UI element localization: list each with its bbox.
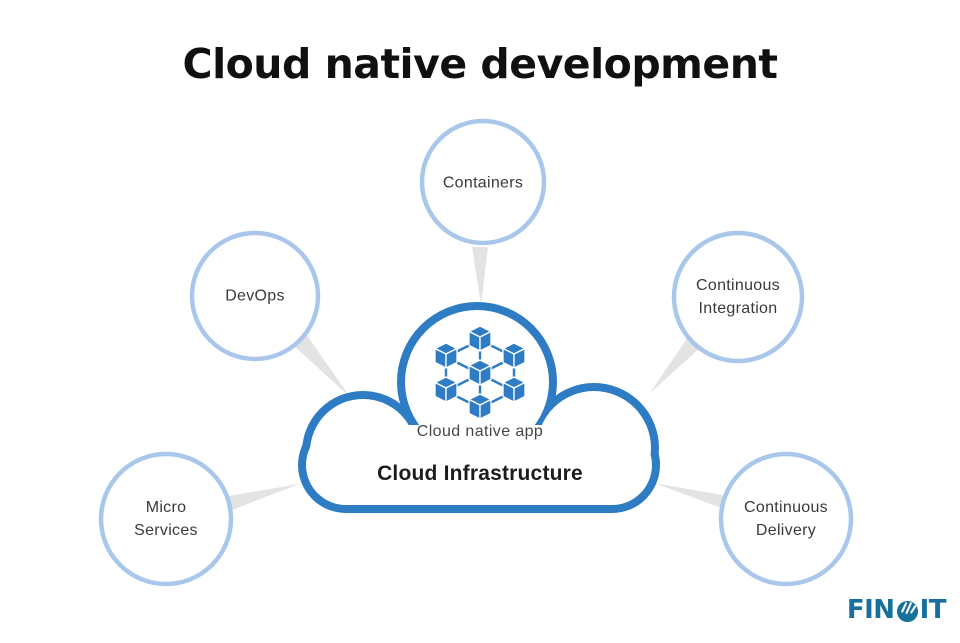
node-circle-continuous-integration <box>671 230 805 364</box>
connector-micro-services <box>229 484 299 510</box>
node-label-continuous-delivery: Continuous Delivery <box>744 499 828 539</box>
finoit-logo-suffix: IT <box>919 595 947 625</box>
node-label-devops: DevOps <box>225 287 285 305</box>
node-circles <box>98 118 854 587</box>
node-label-micro-services: Micro Services <box>134 499 198 539</box>
node-circle-devops <box>189 230 321 362</box>
connector-wedges <box>229 247 724 510</box>
node-circle-micro-services <box>98 451 234 587</box>
finoit-logo-prefix: FIN <box>846 595 895 625</box>
page-title: Cloud native development <box>182 40 778 88</box>
connector-containers <box>472 247 488 305</box>
connector-continuous-delivery <box>654 483 724 509</box>
connector-continuous-integration <box>650 337 700 393</box>
finoit-ball-icon <box>896 600 918 622</box>
node-circle-continuous-delivery <box>718 451 854 587</box>
cloud-fill <box>306 310 652 505</box>
node-label-containers: Containers <box>442 174 524 192</box>
node-label-continuous-integration: Continuous Integration <box>696 277 780 317</box>
cloud-infrastructure-label: Cloud Infrastructure <box>377 462 583 485</box>
node-circle-containers <box>419 118 547 246</box>
cloud-native-app-label: Cloud native app <box>416 423 544 440</box>
network-cubes-icon <box>434 325 526 420</box>
finoit-logo: FIN IT <box>846 595 947 625</box>
connector-devops <box>294 334 350 397</box>
